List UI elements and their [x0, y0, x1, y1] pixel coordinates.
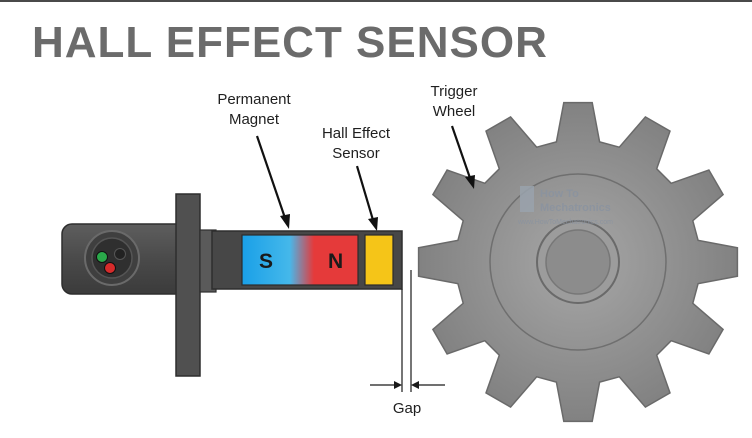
- wheel-inner-ring: [489, 173, 667, 351]
- top-border-line: [0, 0, 752, 2]
- watermark-line1: How To: [540, 188, 579, 200]
- watermark-url: www.HowToMechatronics.com: [517, 219, 613, 226]
- wheel-arrowhead: [465, 175, 475, 189]
- magnet-south-pole: [242, 235, 290, 285]
- hall-sensor-label-line2: Sensor: [332, 145, 380, 162]
- watermark-icon: [520, 186, 534, 212]
- sensor-arrowhead: [368, 217, 378, 231]
- connector-socket: [91, 237, 133, 279]
- mounting-flange: [175, 193, 201, 377]
- permanent-magnet-label-line1: Permanent: [217, 91, 291, 108]
- watermark-logo: How To Mechatronics www.HowToMechatronic…: [517, 186, 613, 226]
- wire-black: [114, 248, 126, 260]
- magnet-arrow-line: [255, 135, 287, 219]
- magnet-south-label: S: [259, 250, 273, 273]
- diagram-title: HALL EFFECT SENSOR: [32, 18, 548, 67]
- wire-green: [96, 251, 108, 263]
- permanent-magnet: S N: [241, 234, 359, 286]
- magnet-arrowhead: [280, 214, 290, 229]
- hall-sensor-label-line1: Hall Effect: [322, 125, 391, 142]
- gap-indicator: [370, 270, 445, 392]
- wire-red: [104, 262, 116, 274]
- gap-label: Gap: [393, 400, 421, 417]
- sensor-arrow-line: [355, 165, 375, 221]
- trigger-wheel-label-line2: Wheel: [433, 103, 476, 120]
- watermark-line2: Mechatronics: [540, 202, 611, 214]
- wheel-arrow-line: [450, 125, 472, 179]
- trigger-wheel: How To Mechatronics www.HowToMechatronic…: [417, 101, 739, 423]
- hall-effect-sensor-chip: [364, 234, 394, 286]
- gap-arrowhead-left: [394, 381, 402, 389]
- trigger-wheel-label-line1: Trigger: [431, 83, 478, 100]
- magnet-north-label: N: [328, 250, 343, 273]
- magnet-north-pole: [314, 235, 358, 285]
- label-arrows: [255, 125, 475, 231]
- magnet-outline: [241, 234, 359, 286]
- gap-arrowhead-right: [411, 381, 419, 389]
- magnet-gradient: [290, 235, 314, 285]
- permanent-magnet-label-line2: Magnet: [229, 111, 280, 128]
- wheel-hub-inner: [545, 229, 611, 295]
